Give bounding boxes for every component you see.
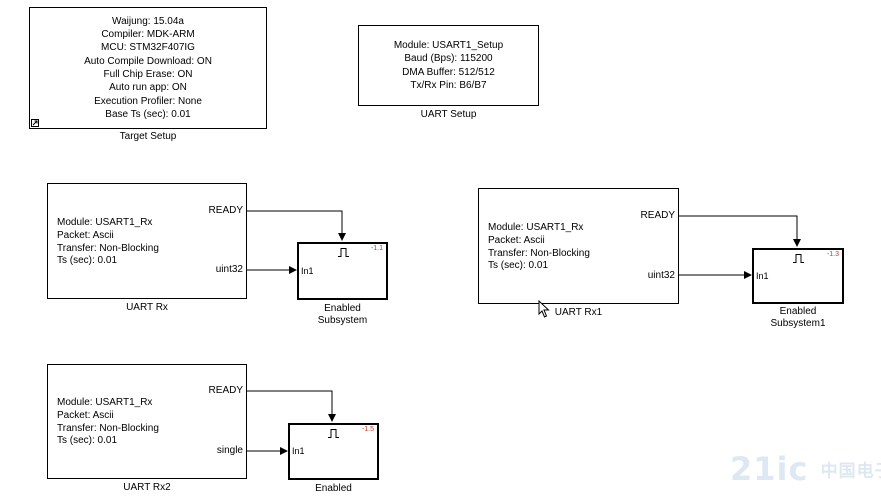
enabled-block[interactable]: -1.5 In1 [288,423,379,480]
enable-pulse-icon [793,254,804,263]
uart-setup-line: Tx/Rx Pin: B6/B7 [410,79,487,91]
uart-rx2-params: Module: USART1_Rx Packet: Ascii Transfer… [57,397,159,448]
uart-rx1-block[interactable]: Module: USART1_Rx Packet: Ascii Transfer… [478,188,679,304]
sample-time-label: -1.3 [826,251,839,258]
sample-time-label: -1.1 [370,245,383,252]
enabled-subsystem1-block[interactable]: -1.3 In1 [752,248,844,304]
uart-setup-block[interactable]: Module: USART1_Setup Baud (Bps): 115200 … [358,25,539,106]
uart-rx-line: Module: USART1_Rx [57,217,153,228]
uart-setup-caption: UART Setup [420,109,477,120]
uart-rx1-params: Module: USART1_Rx Packet: Ascii Transfer… [488,222,590,273]
uart-rx2-line: Module: USART1_Rx [57,397,153,408]
port-data: uint32 [215,264,243,275]
port-data: uint32 [647,270,675,281]
port-data: single [216,445,243,456]
uart-rx-caption: UART Rx [126,302,168,313]
target-setup-caption: Target Setup [119,131,177,142]
uart-rx-line: Ts (sec): 0.01 [57,255,118,267]
shortcut-arrow-icon [31,119,39,127]
mouse-cursor-icon [538,300,550,318]
target-setup-line: Auto Compile Download: ON [84,55,212,67]
uart-rx1-caption: UART Rx1 [554,307,603,318]
uart-rx-line: Transfer: Non-Blocking [57,242,159,254]
inport-label: In1 [292,446,305,456]
port-ready: READY [208,205,243,216]
inport-label: In1 [756,271,769,281]
target-setup-line: MCU: STM32F407IG [101,42,195,54]
sample-time-label: -1.5 [361,426,374,433]
enabled-subsystem-block[interactable]: -1.1 In1 [297,242,388,300]
port-ready: READY [640,210,675,221]
enabled-caption: Enabled [315,483,352,494]
caption-line: Enabled [324,303,361,314]
enabled-subsystem-caption: Enabled Subsystem [297,303,388,327]
uart-rx-block[interactable]: Module: USART1_Rx Packet: Ascii Transfer… [47,183,247,299]
uart-rx1-line: Transfer: Non-Blocking [488,247,590,259]
target-setup-line: Waijung: 15.04a [112,15,184,27]
uart-rx1-line: Module: USART1_Rx [488,222,584,233]
uart-setup-line: Module: USART1_Setup [393,39,504,51]
wire-rx-ready-to-enable[interactable] [246,210,346,241]
uart-rx2-caption: UART Rx2 [123,482,171,493]
watermark-main: 21ic [730,450,809,488]
caption-line: Subsystem [317,315,368,326]
enable-pulse-icon [338,248,349,257]
caption-line: Subsystem1 [770,318,826,329]
uart-rx2-line: Packet: Ascii [57,409,114,421]
uart-rx-line: Packet: Ascii [57,229,114,241]
uart-rx2-line: Ts (sec): 0.01 [57,435,118,447]
uart-setup-line: Baud (Bps): 115200 [404,53,493,65]
target-setup-line: Full Chip Erase: ON [103,69,193,80]
target-setup-line: Execution Profiler: None [94,95,202,107]
port-ready: READY [208,385,243,396]
target-setup-line: Auto run app: ON [109,82,187,94]
watermark-logo: 21ic 中国电子网 [730,448,881,488]
caption-line: Enabled [779,306,817,317]
inport-label: In1 [301,266,314,276]
uart-rx2-line: Transfer: Non-Blocking [57,422,159,434]
uart-rx-params: Module: USART1_Rx Packet: Ascii Transfer… [57,217,159,268]
uart-rx2-block[interactable]: Module: USART1_Rx Packet: Ascii Transfer… [47,364,247,479]
enable-pulse-icon [328,429,339,438]
target-setup-line: Base Ts (sec): 0.01 [105,108,191,120]
enabled-subsystem1-caption: Enabled Subsystem1 [752,306,844,330]
wire-rx2-ready-to-enable[interactable] [246,390,336,422]
target-setup-line: Compiler: MDK-ARM [101,29,195,41]
uart-setup-line: DMA Buffer: 512/512 [402,66,495,78]
watermark-sub: 中国电子网 [820,461,881,482]
uart-rx1-line: Packet: Ascii [488,234,545,246]
wire-rx1-ready-to-enable[interactable] [678,215,801,247]
uart-rx1-line: Ts (sec): 0.01 [488,260,549,272]
target-setup-block[interactable]: Waijung: 15.04a Compiler: MDK-ARM MCU: S… [29,7,267,129]
